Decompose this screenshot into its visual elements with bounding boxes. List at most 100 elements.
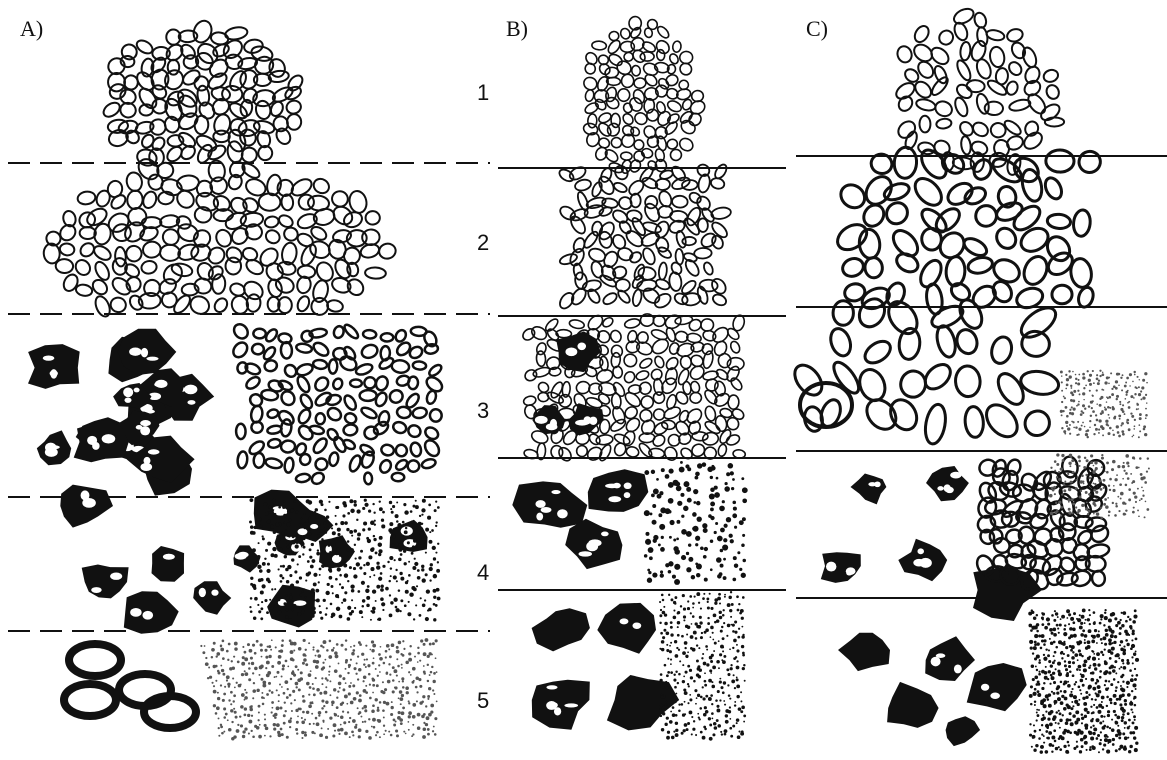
panel-b-grade4-cell (672, 575, 676, 579)
panel-b-grade5-cell (664, 622, 668, 626)
panel-c-grade5-cell (1115, 672, 1117, 674)
panel-a-grade5-cell (309, 723, 311, 725)
panel-b-grade5-cell (740, 691, 742, 693)
panel-a-grade3-gland (264, 359, 278, 372)
panel-b-grade5-cell (660, 685, 664, 689)
panel-b-grade4-mass-lumen (588, 539, 601, 546)
panel-c-grade1-gland (955, 58, 973, 82)
panel-a-grade4-cell (390, 567, 392, 569)
panel-a-grade4-cell (427, 516, 431, 520)
panel-b-grade5-cell (693, 631, 697, 635)
panel-c-grade5-cell (1043, 643, 1046, 646)
panel-a-grade4-cell (368, 555, 372, 559)
panel-c-grade5-cell (1093, 622, 1096, 625)
panel-c-grade4-cell (1083, 466, 1086, 469)
panel-a-grade5-cell (291, 710, 293, 712)
panel-b-grade3-gland (601, 316, 615, 329)
panel-c-grade5-cell (1045, 648, 1047, 650)
panel-c-grade3-cell (1126, 419, 1129, 422)
panel-c-grade5-cell (1099, 742, 1102, 745)
panel-a-grade4-cell (272, 499, 276, 503)
panel-c-grade5-cell (1124, 699, 1127, 702)
panel-a-grade4-cell (309, 528, 312, 531)
panel-c-grade3-cell (1061, 401, 1063, 403)
panel-a-grade5-cell (398, 697, 400, 699)
panel-a-grade5-cell (366, 658, 368, 660)
panel-a-grade4-cell (250, 562, 254, 566)
panel-a-grade5-cell (216, 652, 220, 656)
panel-a-grade5-cell (289, 726, 291, 728)
panel-a-grade3-gland (391, 359, 410, 373)
panel-a-grade4-cell (324, 563, 328, 567)
panel-b-grade3-gland (622, 370, 636, 385)
panel-a-grade5-cell (383, 717, 385, 719)
panel-b-grade5-cell (669, 645, 671, 647)
panel-a-grade5-cell (223, 716, 226, 719)
panel-a-grade5-cell (331, 704, 333, 706)
panel-b-grade3-gland (609, 329, 623, 344)
panel-a-grade5-cell (278, 694, 280, 696)
panel-a-grade5-cell (247, 643, 250, 646)
panel-b-grade4-cell (737, 551, 740, 554)
panel-a-grade4-cell (339, 574, 342, 577)
panel-b-grade2-gland (668, 272, 682, 292)
panel-b-grade5-cell (704, 728, 707, 731)
panel-b-grade5-cell (721, 733, 723, 735)
panel-c-grade4-cell (1130, 473, 1132, 475)
panel-b-grade4-cell (726, 517, 731, 522)
panel-b-grade5-cell (695, 734, 697, 736)
panel-a-grade5-cell (249, 708, 253, 712)
panel-a-grade5-cell (262, 684, 266, 688)
panel-a-grade4-cell (375, 552, 378, 555)
panel-c-grade4-cell (1079, 465, 1081, 467)
panel-a-grade5-cell (388, 663, 390, 665)
panel-a-grade5-cell (216, 655, 218, 657)
panel-b-grade5-cell (730, 591, 732, 593)
panel-c-grade3-cell (1082, 412, 1084, 414)
panel-c-grade3-cell (1098, 419, 1101, 422)
panel-a-grade5-cell (301, 731, 304, 734)
panel-b-grade5-cell (674, 596, 677, 599)
panel-c-grade5-cell (1054, 610, 1056, 612)
panel-c-grade5-cell (1107, 742, 1109, 744)
panel-c-grade1-gland (966, 80, 985, 93)
panel-a-grade4-cell (393, 575, 397, 579)
panel-c-grade5-cell (1072, 651, 1074, 653)
panel-b-grade5-cell (704, 672, 706, 674)
panel-c-grade5-cell (1082, 629, 1085, 632)
panel-a-grade1-gland (119, 101, 138, 119)
panel-c-grade5-cell (1113, 710, 1116, 713)
panel-c-grade3-cell (1096, 374, 1098, 376)
panel-b-grade5-cell (693, 720, 695, 722)
panel-c-grade5-cell (1078, 699, 1080, 701)
panel-a-grade5-cell (264, 735, 266, 737)
panel-c-grade5-cell (1135, 651, 1137, 653)
panel-c-grade3-cell (1105, 420, 1108, 423)
panel-a-grade4-cell (420, 531, 424, 535)
panel-b-grade3-gland (638, 357, 653, 370)
panel-a-grade5-cell (322, 662, 324, 664)
panel-c-grade5-cell (1090, 706, 1092, 708)
panel-a-grade5-cell (408, 729, 410, 731)
panel-c-grade5-cell (1104, 616, 1108, 620)
panel-a-grade2-gland (93, 294, 113, 318)
panel-a-grade1-gland (256, 144, 274, 162)
panel-a-grade3-gland (244, 362, 262, 377)
panel-a-grade5-cell (398, 681, 400, 683)
panel-c-grade5-mass-lumen (981, 684, 989, 691)
panel-b-grade5-cell (669, 686, 671, 688)
panel-a-grade5-cell (337, 729, 340, 732)
panel-c-grade5-cell (1102, 726, 1106, 730)
panel-a-grade5-cell (313, 646, 315, 648)
panel-a-grade5-cell (205, 657, 207, 659)
panel-c-grade3-cell (1119, 401, 1121, 403)
panel-c-grade3-cell (1084, 408, 1086, 410)
panel-c-grade3-cell (1097, 382, 1100, 385)
panel-c-grade5-cell (1038, 661, 1041, 664)
panel-c-grade3-cell (1115, 380, 1118, 383)
panel-c-grade5-cell (1076, 741, 1078, 743)
panel-c-grade4-cell (1093, 482, 1095, 484)
panel-a-grade5-cell (388, 648, 390, 650)
panel-c-grade1-gland (970, 120, 990, 139)
panel-c-grade5-cell (1082, 684, 1085, 687)
